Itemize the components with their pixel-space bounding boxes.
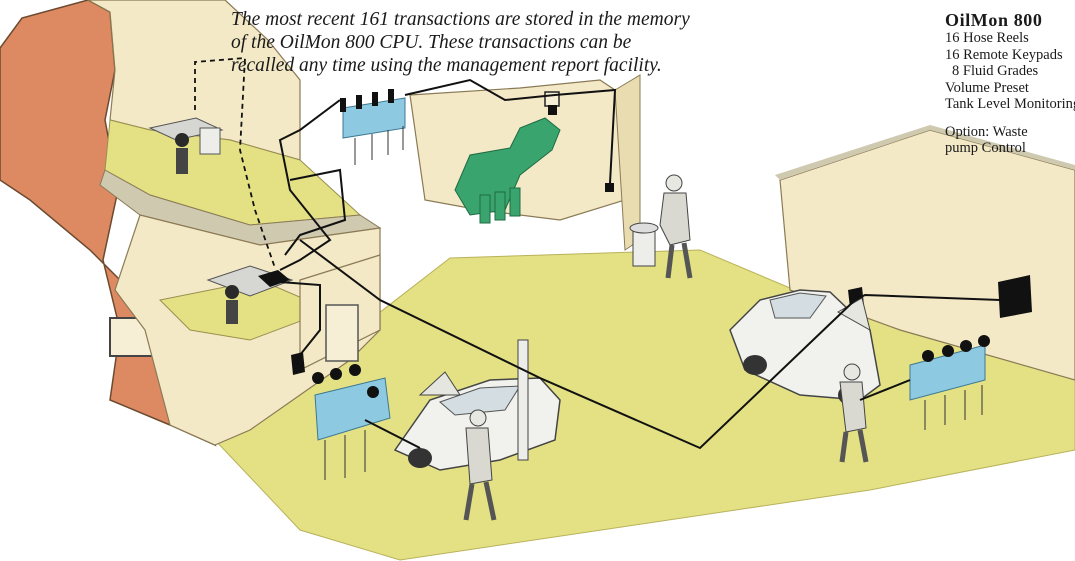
upper-desk: [148, 117, 224, 141]
office-door: [325, 304, 359, 362]
oilmon-spec-panel: OilMon 800 16 Hose Reels 16 Remote Keypa…: [945, 10, 1075, 157]
bulk-oil-tanks: [454, 117, 561, 216]
caption-line: of the OilMon 800 CPU. These transaction…: [231, 32, 632, 53]
data-cabling: [278, 78, 1001, 450]
caption-line: recalled any time using the management r…: [231, 55, 662, 76]
spec-feature: 8 Fluid Grades: [952, 63, 1039, 79]
upper-hose-reel-bank: [340, 89, 406, 165]
transaction-memory-caption: The most recent 161 transactions are sto…: [231, 8, 931, 77]
spec-option: Option: Waste: [945, 123, 1028, 140]
spec-title: OilMon 800: [945, 10, 1043, 30]
technician-front: [463, 409, 497, 521]
spec-option: pump Control: [945, 140, 1026, 156]
waste-pump-controller: [998, 275, 1032, 318]
upper-office-data-link: [194, 57, 276, 269]
technician-waste-oil: [629, 174, 693, 279]
right-wall-top-edge: [775, 125, 1075, 180]
car-right-bay: [729, 289, 881, 405]
remote-keypad-left: [291, 352, 305, 375]
tank-level-sensor: [605, 183, 614, 192]
right-hose-reel-bank: [909, 335, 990, 430]
left-hose-reel-bank: [291, 352, 391, 480]
spec-feature: 16 Hose Reels: [945, 30, 1029, 46]
spec-feature: 16 Remote Keypads: [945, 46, 1063, 63]
spec-feature: Tank Level Monitoring: [945, 96, 1075, 112]
caption-line: The most recent 161 transactions are sto…: [231, 9, 690, 30]
spec-feature: Volume Preset: [945, 79, 1029, 96]
technician-right: [839, 363, 869, 463]
vehicle-lift-post: [517, 339, 529, 461]
